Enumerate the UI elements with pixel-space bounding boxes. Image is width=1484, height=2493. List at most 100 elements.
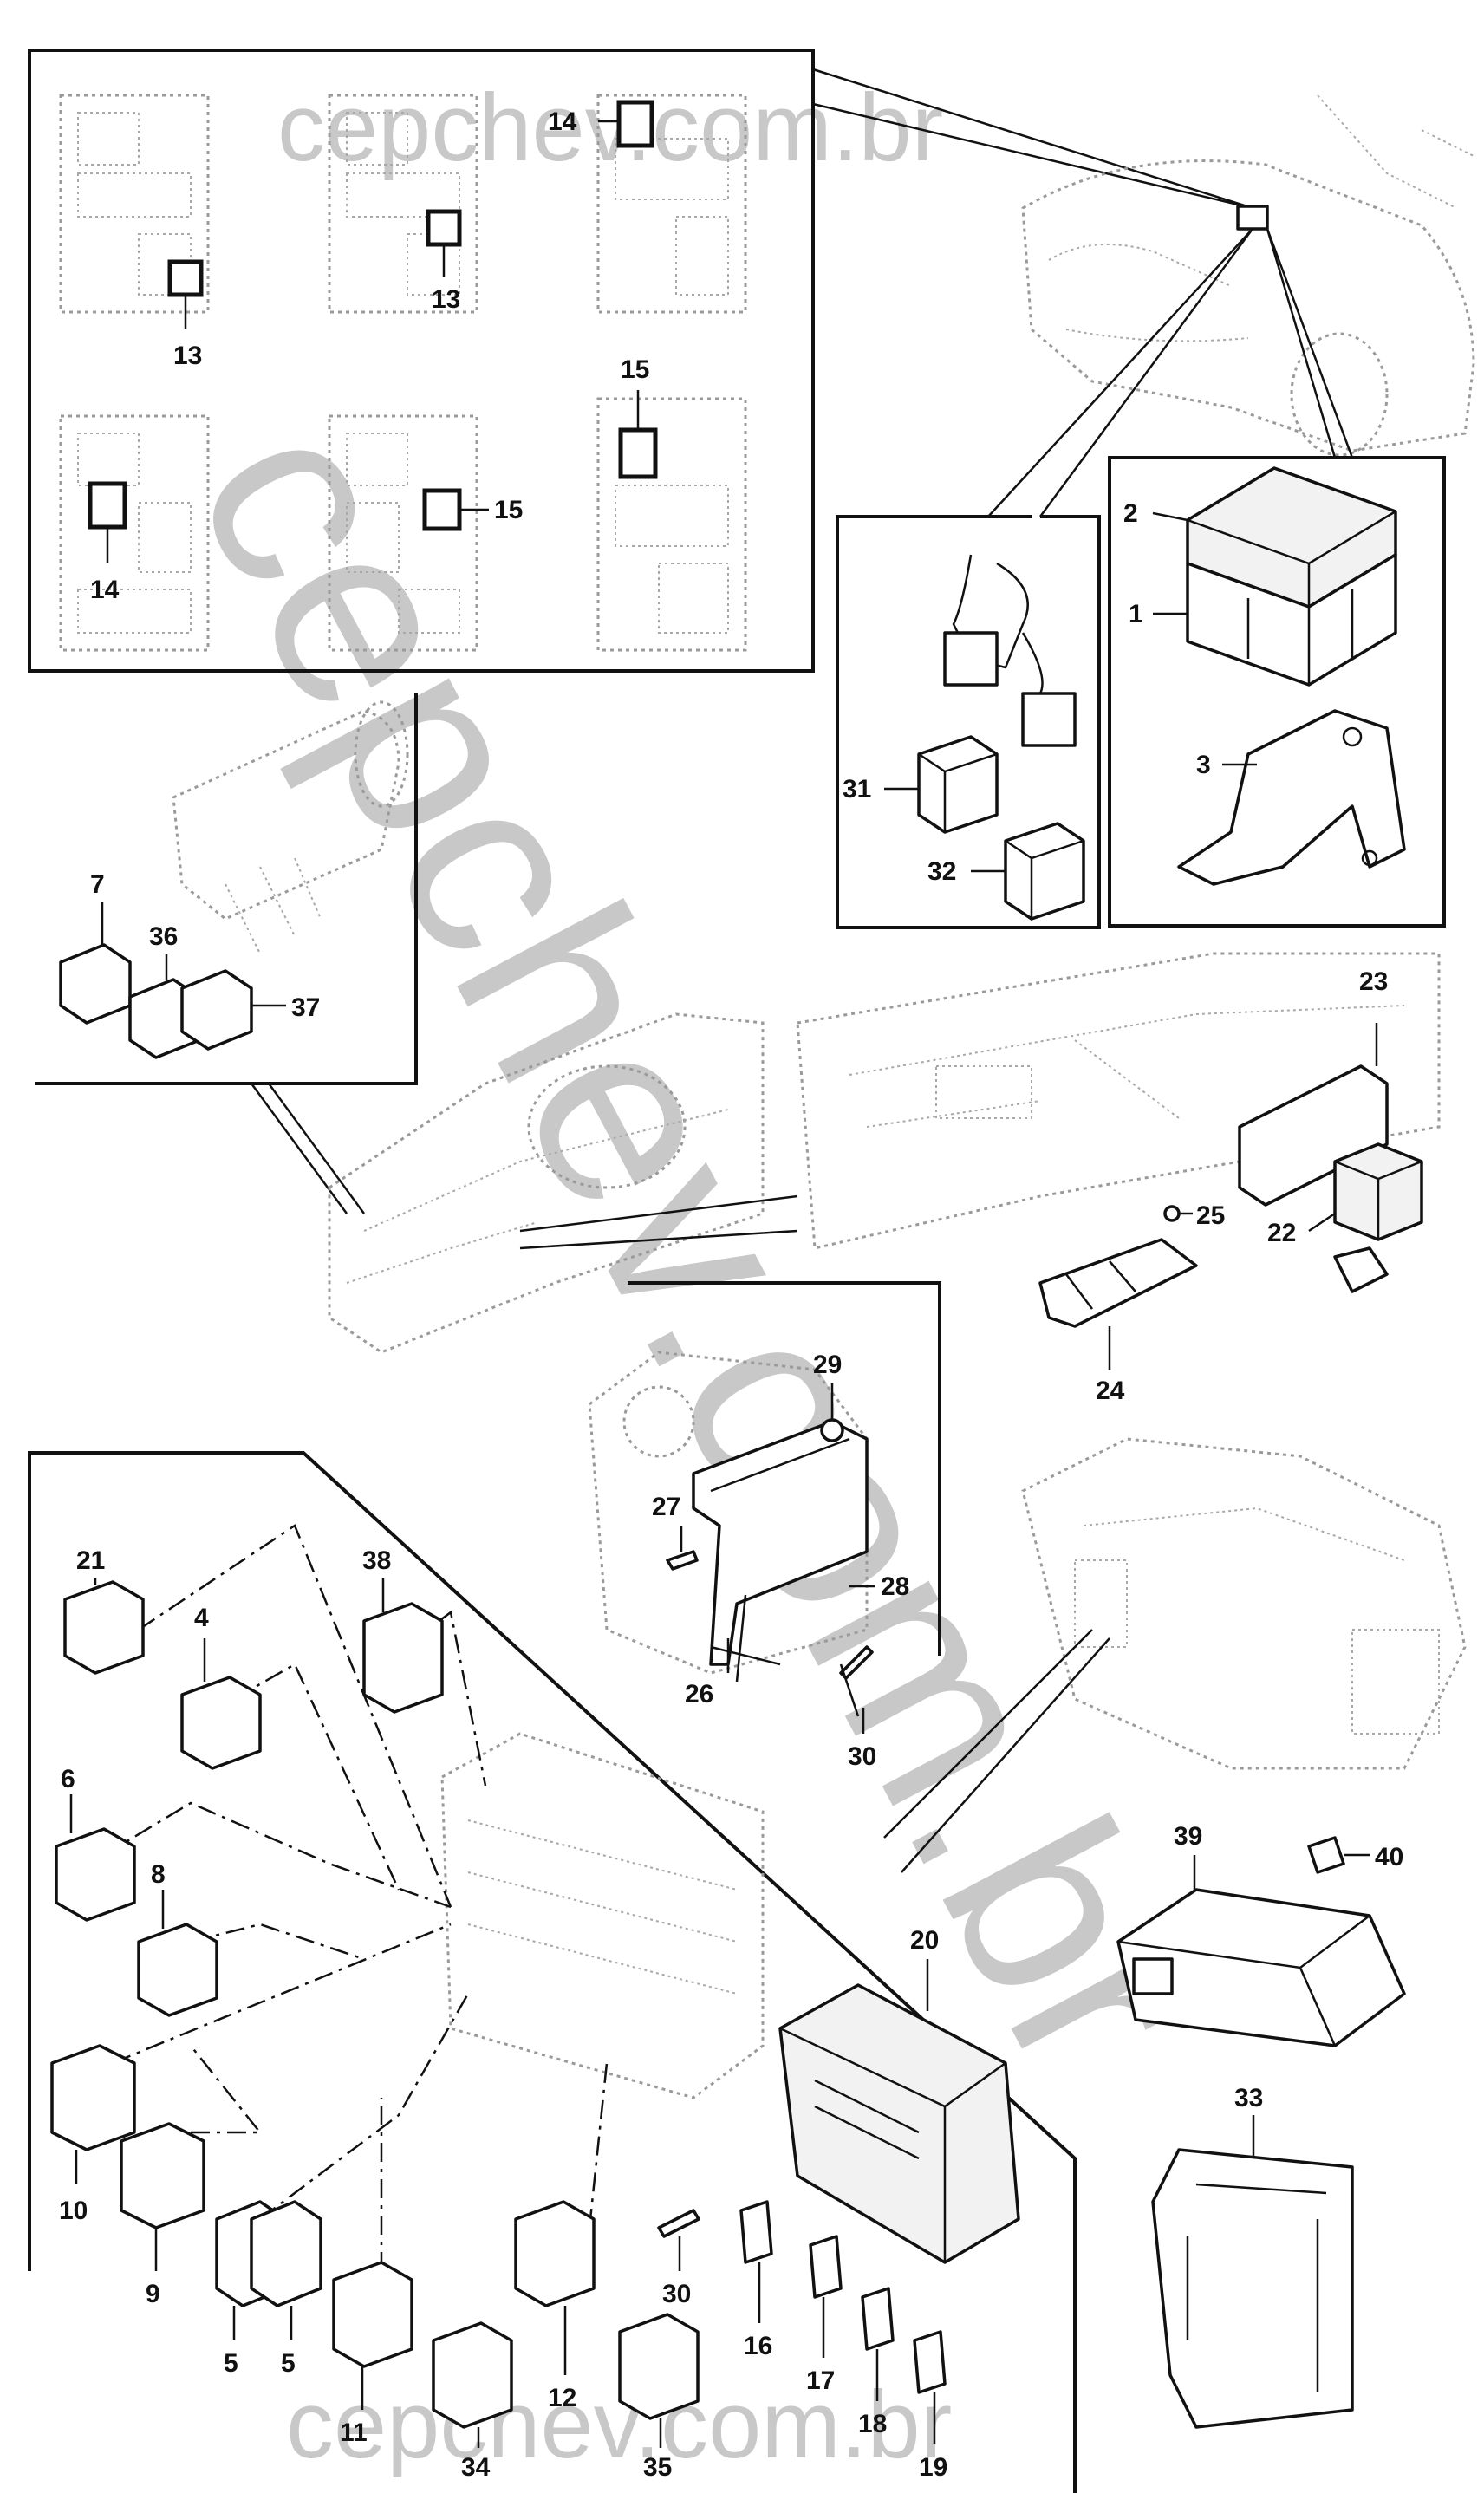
callout-3: 3	[1196, 751, 1211, 779]
screw-30-lower	[657, 2209, 700, 2238]
callout-28: 28	[881, 1572, 909, 1601]
fuse-box-view-5	[328, 414, 478, 652]
callout-2: 2	[1123, 499, 1138, 528]
dashboard-left-view	[328, 1012, 765, 1354]
callout-37: 37	[291, 993, 320, 1022]
relay-32	[1004, 822, 1085, 921]
relay-37	[180, 969, 253, 1051]
nut-40	[1307, 1836, 1345, 1874]
relay-14-position-b	[88, 481, 127, 530]
bracket-23	[1238, 1064, 1389, 1207]
callout-11: 11	[340, 2418, 368, 2447]
callout-39: 39	[1174, 1822, 1202, 1851]
fuse-16	[739, 2200, 773, 2264]
relay-4	[180, 1676, 262, 1770]
module-22-connector	[1333, 1246, 1389, 1293]
fuse-18	[861, 2287, 895, 2351]
callout-19: 19	[919, 2453, 947, 2482]
callout-35: 35	[643, 2453, 672, 2482]
fuse-box-view-4	[59, 414, 210, 652]
relay-13-position-b	[426, 209, 462, 247]
steering-column-relay-group: 7 36 37	[35, 693, 418, 1085]
callout-1: 1	[1129, 600, 1143, 628]
relay-group-lower: 21 4 38 6 8 10 9 5 5 11 34 12	[50, 1524, 1020, 2482]
callout-15b: 15	[621, 355, 649, 384]
fuse-box-location-marker	[1236, 205, 1269, 231]
fuse-box-bracket	[1177, 709, 1406, 886]
callout-18: 18	[858, 2410, 887, 2438]
callout-26: 26	[685, 1680, 713, 1709]
fuse-block-inset: 13 13 14 14 15 15	[28, 49, 815, 673]
callout-8: 8	[151, 1860, 166, 1889]
callout-14a: 14	[548, 107, 577, 136]
relay-31	[917, 735, 999, 834]
relay-8	[137, 1923, 218, 2017]
callout-14b: 14	[90, 576, 120, 604]
relay-inset-31-32: 31 32	[836, 515, 1101, 929]
callout-5a: 5	[224, 2349, 238, 2378]
connector-31	[943, 631, 999, 687]
callout-23: 23	[1359, 967, 1388, 996]
callout-20: 20	[910, 1926, 939, 1955]
fuse-box-view-3	[596, 94, 747, 314]
callout-4: 4	[194, 1604, 209, 1632]
callout-32: 32	[928, 857, 956, 886]
airbag-module-39	[1116, 1888, 1406, 2047]
relay-5b	[250, 2200, 322, 2307]
callout-29: 29	[813, 1351, 842, 1379]
callout-25: 25	[1196, 1201, 1225, 1230]
callout-5b: 5	[281, 2349, 296, 2378]
callout-13b: 13	[432, 285, 460, 314]
relay-34	[432, 2321, 513, 2429]
fuse-box-view-6	[596, 397, 747, 652]
relay-7	[59, 943, 132, 1025]
callout-10: 10	[59, 2197, 88, 2225]
relay-35	[618, 2313, 700, 2420]
callout-12: 12	[548, 2384, 576, 2412]
fuse-box-view-1	[59, 94, 210, 314]
relay-12	[514, 2200, 596, 2307]
callout-33: 33	[1234, 2084, 1263, 2112]
relay-21	[63, 1580, 145, 1675]
callout-40: 40	[1375, 1843, 1403, 1871]
relay-9	[120, 2122, 205, 2229]
watermark-top: cepchev.com.br	[277, 75, 943, 181]
fuse-19	[913, 2330, 947, 2394]
screw-25	[1163, 1205, 1181, 1222]
vehicle-front-view	[1021, 94, 1475, 457]
control-module-33	[1151, 2148, 1354, 2429]
dashboard-center-view	[796, 952, 1441, 1250]
relay-15-position-a	[422, 488, 462, 531]
callout-17: 17	[806, 2366, 835, 2395]
relay-38	[362, 1602, 444, 1714]
callout-21: 21	[76, 1546, 105, 1575]
module-bracket-group: 26 27 28 29 30	[588, 1351, 909, 1771]
callout-22: 22	[1267, 1219, 1296, 1247]
callout-7: 7	[90, 870, 105, 899]
callout-36: 36	[149, 922, 178, 951]
relay-11	[332, 2261, 413, 2368]
callout-24: 24	[1096, 1377, 1125, 1405]
fuse-box-assembly-inset: 2 1 3	[1108, 456, 1446, 928]
relay-14-position-a	[616, 100, 654, 148]
callout-15a: 15	[494, 496, 523, 524]
callout-16: 16	[744, 2332, 772, 2360]
relay-13-position-a	[167, 259, 204, 297]
nut-29	[820, 1418, 844, 1442]
callout-38: 38	[362, 1546, 391, 1575]
relay-10	[50, 2044, 136, 2151]
callout-34: 34	[461, 2453, 491, 2482]
callout-27: 27	[652, 1493, 680, 1521]
callout-31: 31	[843, 775, 871, 804]
bracket-24	[1038, 1238, 1198, 1328]
relay-6	[55, 1827, 136, 1922]
callout-6: 6	[61, 1765, 75, 1793]
callout-30b: 30	[662, 2280, 691, 2308]
fuse-17	[809, 2235, 843, 2299]
connector-32	[1021, 692, 1077, 747]
airbag-module-connector	[1132, 1957, 1174, 1995]
callout-30a: 30	[848, 1742, 876, 1771]
callout-13a: 13	[173, 342, 202, 370]
screw-27	[666, 1550, 699, 1571]
